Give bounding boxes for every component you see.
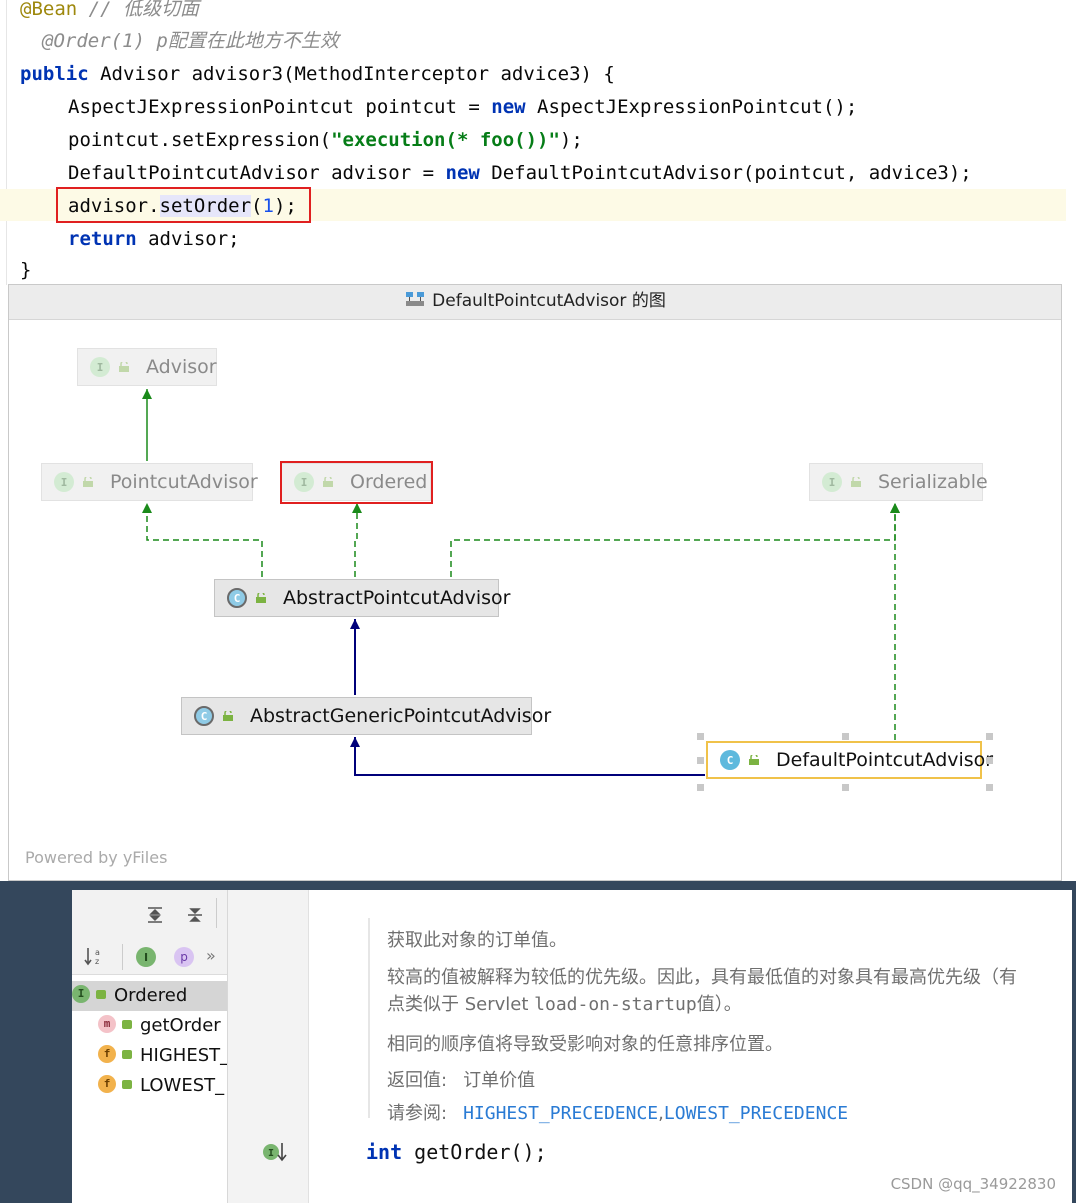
node-label: AbstractGenericPointcutAdvisor [250, 705, 552, 727]
public-lock-icon [119, 362, 129, 372]
resize-handle[interactable] [697, 733, 704, 740]
field-icon: f [98, 1045, 116, 1063]
svg-text:z: z [95, 957, 99, 966]
sort-alphabetically-icon[interactable]: az [84, 946, 106, 966]
node-label: Advisor [146, 356, 217, 378]
editor-gutter: I [228, 890, 309, 1203]
public-lock-icon [851, 477, 861, 487]
edge-apa-ordered [352, 503, 362, 577]
toolbar-separator [216, 898, 217, 928]
node-serializable[interactable]: I Serializable [809, 463, 988, 501]
show-inherited-icon[interactable]: I [136, 947, 156, 967]
show-properties-icon[interactable]: p [174, 947, 194, 967]
more-icon[interactable]: » [206, 946, 216, 965]
doc-paragraph-line-2: 点类似于 Servlet load-on-startup值）。 [387, 994, 742, 1015]
public-lock-icon [749, 755, 759, 765]
node-label: DefaultPointcutAdvisor [776, 749, 994, 771]
diagram-edges [142, 389, 900, 776]
field-icon: f [98, 1075, 116, 1093]
node-advisor[interactable]: I Advisor [77, 348, 217, 386]
code-line-5[interactable]: pointcut.setExpression("execution(* foo(… [68, 129, 583, 151]
public-lock-icon [122, 1019, 132, 1029]
svg-text:a: a [95, 948, 100, 957]
interface-icon: I [54, 472, 74, 492]
powered-by-label: Powered by yFiles [25, 848, 168, 867]
diagram-titlebar: DefaultPointcutAdvisor 的图 [9, 285, 1061, 320]
doc-comment-rule [368, 918, 370, 1118]
node-label: PointcutAdvisor [110, 471, 258, 493]
public-lock-icon [122, 1079, 132, 1089]
node-label: Ordered [350, 471, 428, 493]
class-icon: C [227, 588, 247, 608]
interface-icon: I [90, 357, 110, 377]
link-highest-precedence[interactable]: HIGHEST_PRECEDENCE [463, 1103, 659, 1124]
public-lock-icon [323, 477, 333, 487]
code-line-6[interactable]: DefaultPointcutAdvisor advisor = new Def… [68, 162, 972, 184]
interface-icon: I [72, 985, 90, 1003]
node-label: AbstractPointcutAdvisor [283, 587, 511, 609]
code-line-2[interactable]: @Order(1) p配置在此地方不生效 [42, 30, 339, 52]
class-icon: C [720, 750, 740, 770]
resize-handle[interactable] [842, 733, 849, 740]
collapse-all-icon[interactable] [186, 906, 204, 924]
highlight-box-ordered [280, 461, 433, 504]
javadoc-view: 获取此对象的订单值。 较高的值被解释为较低的优先级。因此，具有最低值的对象具有最… [309, 890, 1072, 1203]
resize-handle[interactable] [986, 733, 993, 740]
interface-icon: I [822, 472, 842, 492]
class-icon: C [194, 706, 214, 726]
node-abstract-pointcut-advisor[interactable]: C AbstractPointcutAdvisor [214, 579, 510, 617]
diagram-icon [406, 292, 425, 306]
method-icon: m [98, 1015, 116, 1033]
interface-icon: I [294, 472, 314, 492]
code-line-7[interactable]: advisor.setOrder(1); [68, 195, 297, 217]
node-abstract-generic-pointcut-advisor[interactable]: C AbstractGenericPointcutAdvisor [181, 697, 551, 735]
edge-apa-pointcutadvisor [142, 503, 263, 577]
implementations-gutter-icon[interactable]: I [262, 1140, 288, 1164]
resize-handle[interactable] [986, 757, 993, 764]
node-pointcut-advisor[interactable]: I PointcutAdvisor [41, 463, 258, 501]
resize-handle[interactable] [986, 784, 993, 791]
toolbar-separator [122, 944, 123, 970]
watermark: CSDN @qq_34922830 [890, 1175, 1056, 1193]
public-lock-icon [96, 989, 106, 999]
resize-handle[interactable] [697, 784, 704, 791]
public-lock-icon [223, 711, 233, 721]
public-lock-icon [122, 1049, 132, 1059]
edge-dpa-agpa [350, 737, 705, 776]
expand-all-icon[interactable] [146, 906, 164, 924]
highlight-box-setorder [56, 187, 311, 223]
doc-returns: 返回值:订单价值 [387, 1070, 536, 1091]
link-lowest-precedence[interactable]: LOWEST_PRECEDENCE [663, 1103, 849, 1124]
diagram-title: DefaultPointcutAdvisor 的图 [432, 291, 666, 311]
resize-handle[interactable] [697, 757, 704, 764]
code-line-3[interactable]: public Advisor advisor3(MethodIntercepto… [20, 63, 615, 85]
resize-handle[interactable] [842, 784, 849, 791]
code-line-4[interactable]: AspectJExpressionPointcut pointcut = new… [68, 96, 858, 118]
node-label: Serializable [878, 471, 988, 493]
doc-paragraph-3: 相同的顺序值将导致受影响对象的任意排序位置。 [387, 1034, 783, 1055]
node-ordered[interactable]: I Ordered [281, 463, 431, 501]
edge-apa-serializable [450, 503, 900, 577]
code-line-9[interactable]: } [20, 259, 32, 281]
uml-diagram-window[interactable]: DefaultPointcutAdvisor 的图 I Advisor [8, 284, 1062, 881]
node-default-pointcut-advisor[interactable]: C DefaultPointcutAdvisor [706, 741, 993, 779]
code-editor[interactable]: @Bean // 低级切面 @Order(1) p配置在此地方不生效 publi… [0, 0, 1066, 285]
public-lock-icon [256, 593, 266, 603]
svg-text:I: I [268, 1148, 274, 1159]
public-lock-icon [83, 477, 93, 487]
indent-guide [6, 0, 7, 285]
doc-paragraph-line-1: 较高的值被解释为较低的优先级。因此，具有最低值的对象具有最高优先级（有 [387, 967, 1017, 988]
method-signature[interactable]: int getOrder(); [366, 1140, 547, 1164]
doc-summary: 获取此对象的订单值。 [387, 930, 567, 951]
code-line-1[interactable]: @Bean // 低级切面 [20, 0, 199, 20]
doc-see-also: 请参阅:HIGHEST_PRECEDENCE,LOWEST_PRECEDENCE [387, 1103, 849, 1124]
code-line-8[interactable]: return advisor; [68, 228, 240, 250]
